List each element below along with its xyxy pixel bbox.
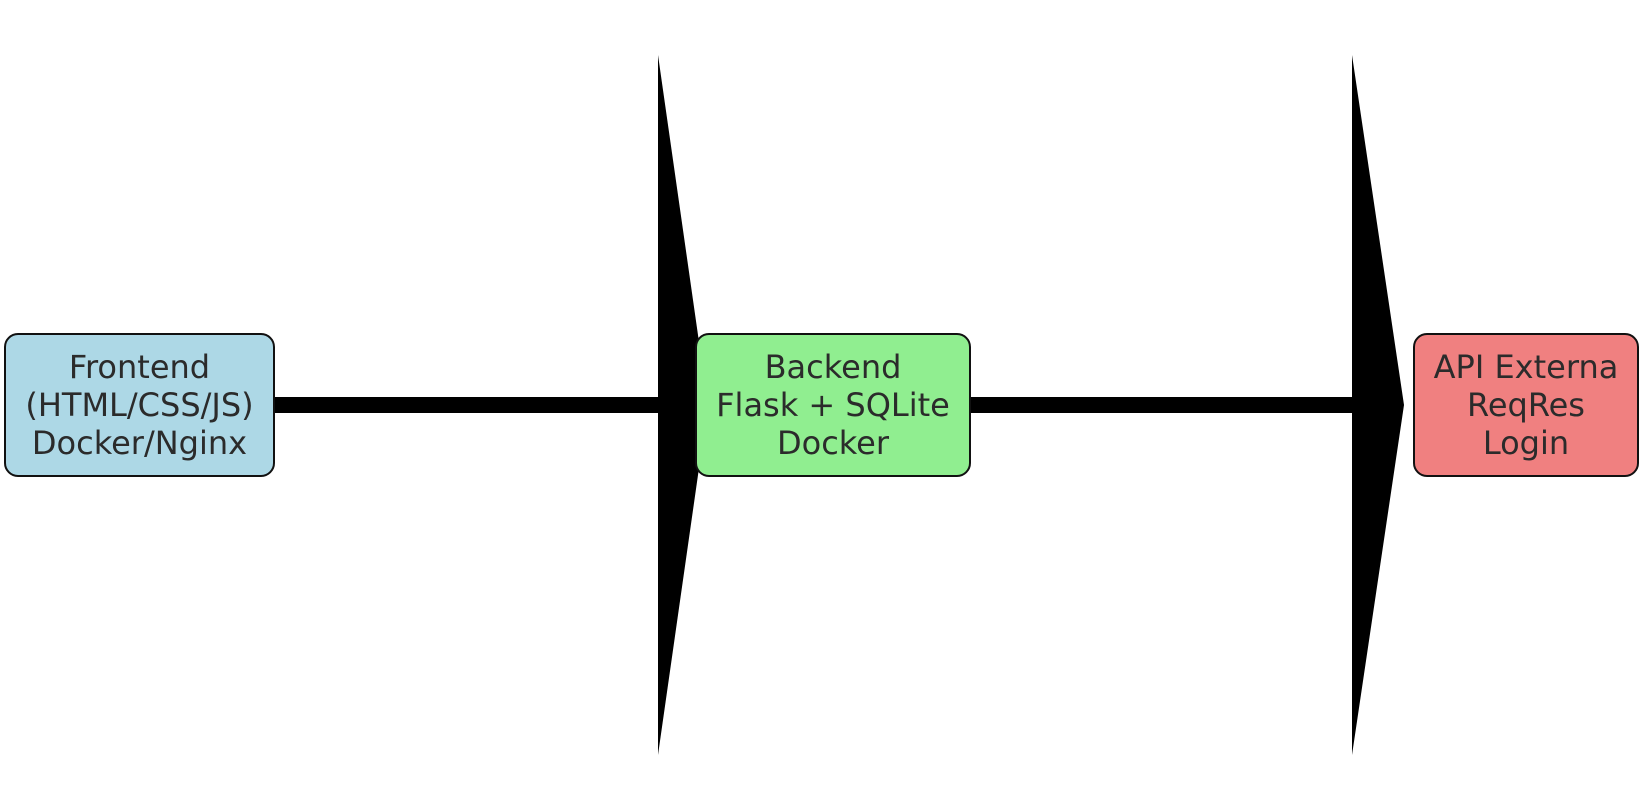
- edge-backend-to-api-arrowhead: [1352, 55, 1404, 755]
- edge-frontend-to-backend: [275, 55, 708, 755]
- api-node-line-1: API Externa: [1433, 348, 1619, 386]
- backend-node-line-3: Docker: [776, 424, 890, 462]
- edge-backend-to-api: [971, 55, 1404, 755]
- api-node: API Externa ReqRes Login: [1413, 333, 1639, 477]
- backend-node-line-2: Flask + SQLite: [716, 386, 950, 424]
- frontend-node: Frontend (HTML/CSS/JS) Docker/Nginx: [4, 333, 275, 477]
- frontend-node-line-1: Frontend: [68, 348, 211, 386]
- frontend-node-line-2: (HTML/CSS/JS): [25, 386, 254, 424]
- backend-node-line-1: Backend: [764, 348, 902, 386]
- api-node-line-2: ReqRes: [1467, 386, 1585, 424]
- frontend-node-line-3: Docker/Nginx: [31, 424, 248, 462]
- api-node-line-3: Login: [1482, 424, 1570, 462]
- backend-node: Backend Flask + SQLite Docker: [695, 333, 971, 477]
- edge-frontend-to-backend-arrowhead: [658, 55, 708, 755]
